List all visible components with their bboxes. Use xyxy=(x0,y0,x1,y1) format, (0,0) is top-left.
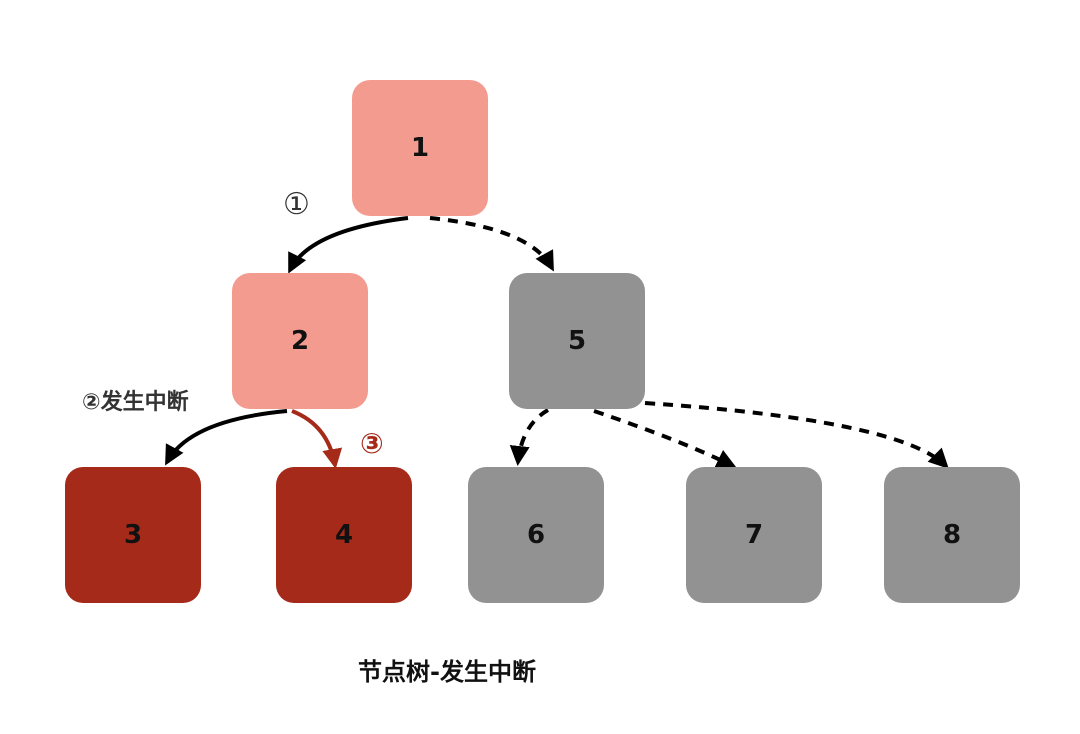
node-2-label: 2 xyxy=(290,326,310,356)
node-4: 4 xyxy=(276,467,412,603)
node-8-label: 8 xyxy=(942,520,962,550)
edge-2-4 xyxy=(291,409,343,469)
node-4-label: 4 xyxy=(334,520,354,550)
node-5-label: 5 xyxy=(567,326,587,356)
step-3-annotation: ③ xyxy=(360,427,384,460)
node-6-label: 6 xyxy=(526,520,546,550)
node-3: 3 xyxy=(65,467,201,603)
node-7: 7 xyxy=(686,467,822,603)
diagram-caption: 节点树-发生中断 xyxy=(358,658,536,686)
edge-1-2 xyxy=(288,216,409,274)
node-1: 1 xyxy=(352,80,488,216)
edge-2-3 xyxy=(165,409,288,466)
step-1-annotation: ① xyxy=(283,187,310,222)
step-2-annotation: ②发生中断 xyxy=(82,390,189,415)
node-8: 8 xyxy=(884,467,1020,603)
node-7-label: 7 xyxy=(744,520,764,550)
node-2: 2 xyxy=(232,273,368,409)
edge-1-5 xyxy=(429,216,554,272)
node-5: 5 xyxy=(509,273,645,409)
edge-5-7 xyxy=(593,409,737,468)
edge-5-6 xyxy=(509,408,550,466)
edge-5-8 xyxy=(644,401,949,469)
node-3-label: 3 xyxy=(123,520,143,550)
node-1-label: 1 xyxy=(410,133,430,163)
node-6: 6 xyxy=(468,467,604,603)
